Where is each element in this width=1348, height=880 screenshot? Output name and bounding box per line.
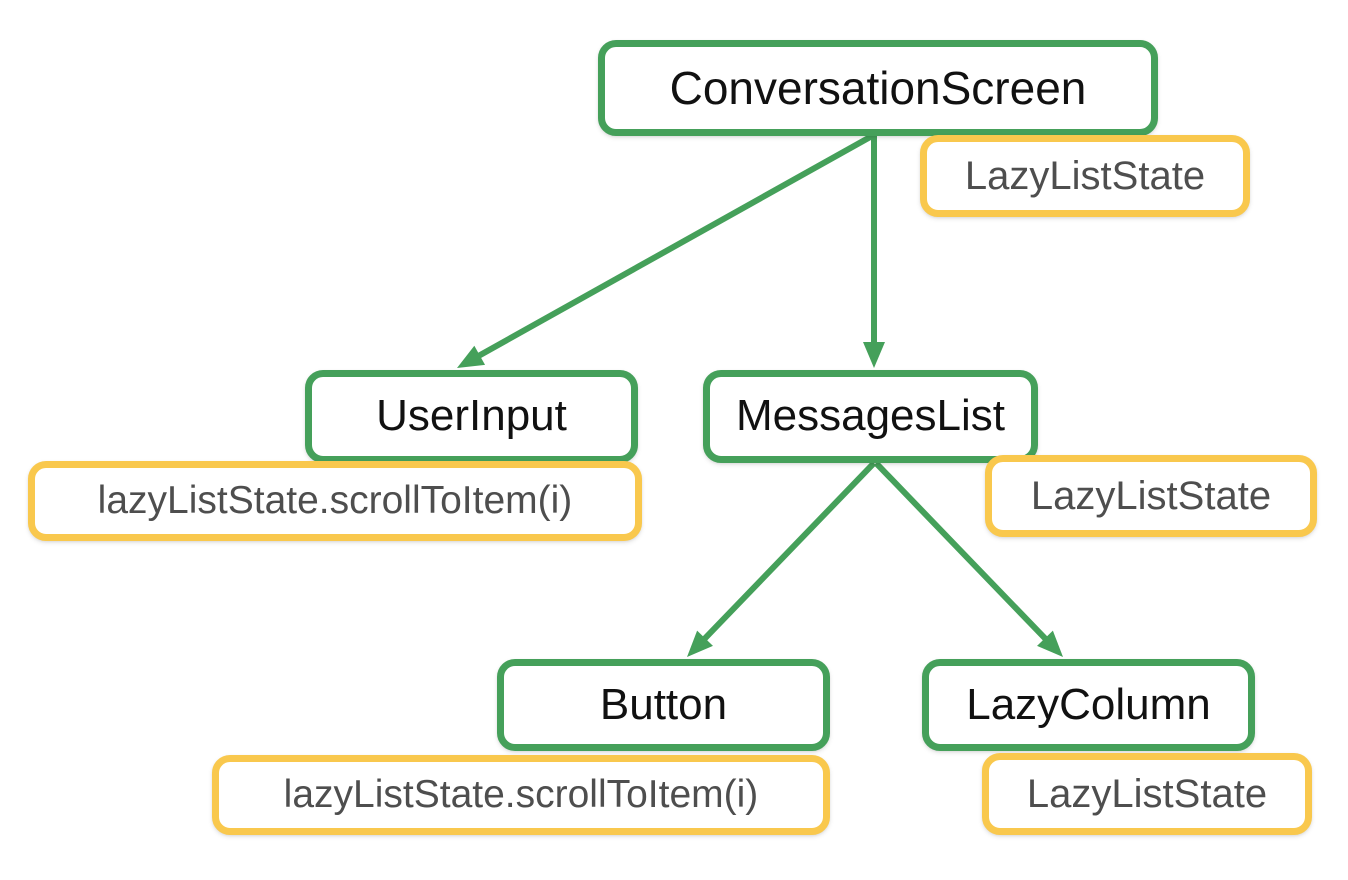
node-label: LazyColumn [966, 679, 1211, 729]
edge-conversation-to-messageslist [863, 136, 885, 368]
edge-messageslist-to-button [687, 460, 877, 657]
node-scrolltoitem-bottom[interactable]: lazyListState.scrollToItem(i) [212, 755, 830, 835]
node-label: LazyListState [964, 154, 1206, 198]
node-user-input[interactable]: UserInput [305, 370, 638, 463]
node-lazyliststate-mid[interactable]: LazyListState [985, 455, 1317, 537]
node-label: MessagesList [735, 391, 1005, 441]
node-messages-list[interactable]: MessagesList [703, 370, 1038, 463]
node-lazy-column[interactable]: LazyColumn [922, 659, 1255, 751]
node-label: LazyListState [1026, 772, 1268, 816]
node-label: UserInput [376, 391, 567, 441]
node-label: Button [599, 679, 728, 729]
node-lazyliststate-top[interactable]: LazyListState [920, 135, 1250, 217]
node-label: lazyListState.scrollToItem(i) [97, 478, 573, 522]
node-scrolltoitem-left[interactable]: lazyListState.scrollToItem(i) [28, 461, 642, 541]
node-lazyliststate-bottom[interactable]: LazyListState [982, 753, 1312, 835]
node-button[interactable]: Button [497, 659, 830, 751]
node-label: ConversationScreen [669, 61, 1087, 114]
node-label: lazyListState.scrollToItem(i) [283, 772, 759, 816]
node-label: LazyListState [1030, 474, 1272, 518]
node-conversation-screen[interactable]: ConversationScreen [598, 40, 1158, 136]
edge-conversation-to-userinput [457, 133, 874, 368]
